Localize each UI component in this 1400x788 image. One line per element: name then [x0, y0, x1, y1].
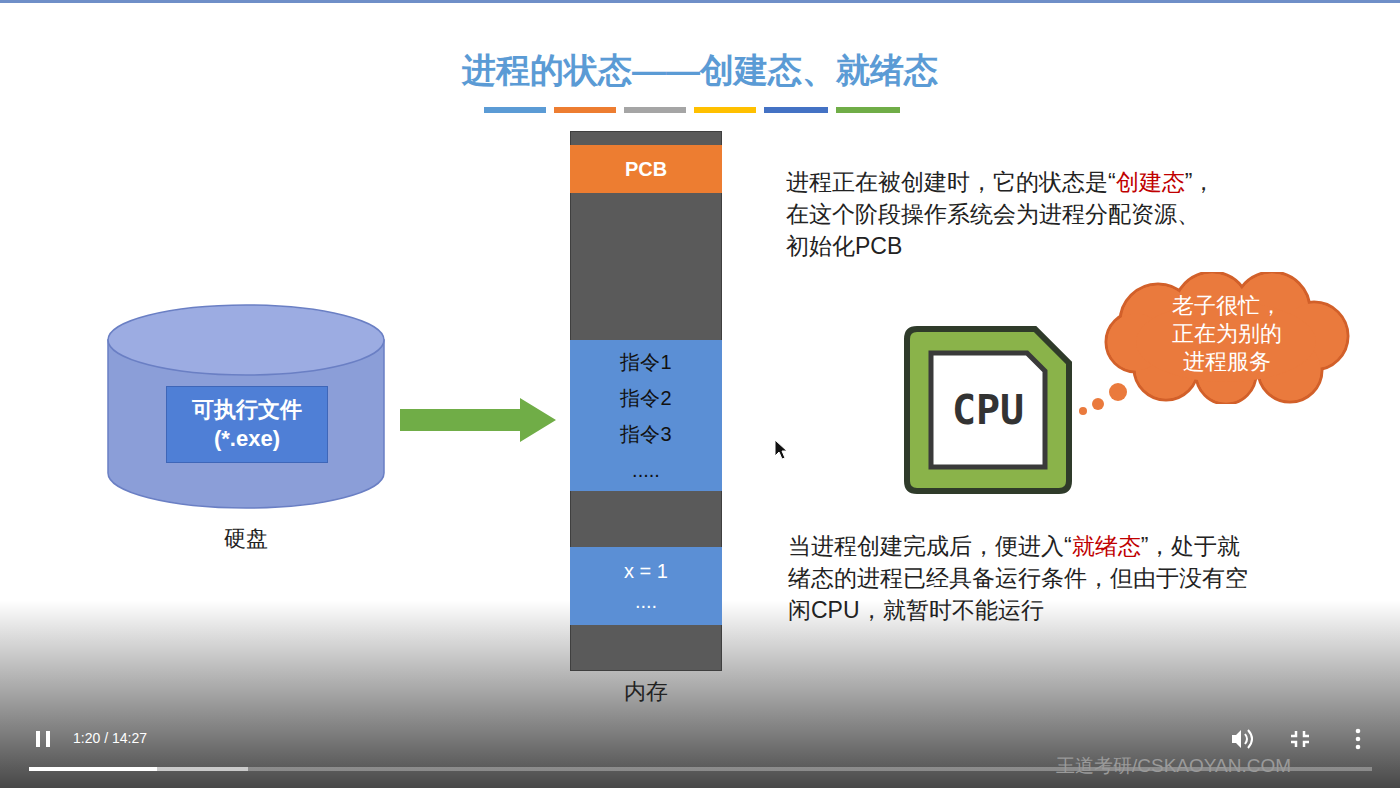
volume-icon: [1232, 730, 1252, 748]
watermark: 王道考研/CSKAOYAN.COM: [1056, 753, 1291, 779]
progress-bar: [29, 767, 157, 771]
menu-dots-icon: [1356, 737, 1361, 742]
exit-fullscreen-icon: [1291, 731, 1296, 736]
pause-icon: [36, 731, 40, 747]
pause-icon: [36, 731, 50, 747]
thought-bubble-dots: [1079, 383, 1127, 415]
menu-dots-icon: [1356, 729, 1361, 734]
hard-disk-cylinder-text: 硬盘: [100, 524, 392, 554]
cpu-icon-outline: [931, 353, 1045, 467]
progress-bar: [29, 767, 248, 771]
explanation-paragraph: 进程正在被创建时，它的状态是“创建态”，在这个阶段操作系统会为进程分配资源、初始…: [786, 166, 1218, 262]
hard-disk-cylinder: 硬盘 可执行文件 (*.exe): [100, 300, 392, 562]
thought-cloud-outline: [1108, 274, 1347, 403]
exit-fullscreen-icon: [1304, 731, 1309, 736]
thought-bubble-dots: [1109, 383, 1127, 401]
exit-fullscreen-icon: [1291, 742, 1296, 747]
volume-icon: [1232, 730, 1241, 748]
thought-cloud-text: 老子很忙， 正在为别的 进程服务: [1162, 292, 1292, 376]
paragraph-text: 当进程创建完成后，便进入“: [788, 533, 1072, 559]
data-block: x = 1 ....: [570, 547, 722, 625]
executable-file-box: 可执行文件 (*.exe): [166, 386, 328, 463]
cpu-icon: CPU: [903, 325, 1073, 495]
menu-dots-icon: [1356, 729, 1361, 750]
thought-bubble-dots: [1092, 398, 1104, 410]
instruction-block-text: 指令1 指令2 指令3 .....: [611, 344, 681, 488]
paragraph-text: 进程正在被创建时，它的状态是“: [786, 169, 1116, 195]
thought-cloud-outline: [1106, 272, 1348, 404]
block-arrow: [400, 398, 556, 442]
pause-icon: [46, 731, 50, 747]
pcb-band-text: PCB: [625, 156, 667, 182]
title-color-bars: [624, 107, 686, 113]
pcb-band: PCB: [570, 145, 722, 193]
exit-fullscreen-icon: [1291, 731, 1309, 747]
title-color-bars: [836, 107, 900, 113]
volume-icon: [1248, 730, 1252, 748]
cpu-icon-text: CPU: [931, 353, 1045, 467]
title-color-bars: [484, 107, 546, 113]
state-name: 创建态: [1116, 169, 1185, 195]
hard-disk-cylinder-outline: [108, 305, 384, 375]
thought-bubble-dots: [1079, 407, 1087, 415]
mouse-cursor: [775, 440, 787, 459]
instruction-block: 指令1 指令2 指令3 .....: [570, 340, 722, 491]
thought-cloud: 老子很忙， 正在为别的 进程服务: [1100, 272, 1352, 404]
memory-column-outline: [571, 132, 722, 671]
title-color-bars: [484, 107, 900, 113]
video-time: 1:20 / 14:27: [73, 730, 147, 746]
exit-fullscreen-icon: [1304, 742, 1309, 747]
volume-icon: [1245, 734, 1247, 744]
cpu-icon-outline: [907, 329, 1069, 491]
slide-title: 进程的状态——创建态、就绪态: [0, 48, 1400, 94]
state-name: 就绪态: [1072, 533, 1141, 559]
title-color-bars: [554, 107, 616, 113]
data-block-text: x = 1 ....: [617, 556, 675, 616]
explanation-paragraph: 当进程创建完成后，便进入“就绪态”，处于就绪态的进程已经具备运行条件，但由于没有…: [788, 530, 1258, 626]
executable-file-box-text: 可执行文件 (*.exe): [172, 396, 322, 453]
memory-column-text: 内存: [550, 677, 742, 707]
memory-column: 内存PCB指令1 指令2 指令3 .....x = 1 ....: [570, 131, 722, 711]
title-color-bars: [764, 107, 828, 113]
top-border: [0, 0, 1400, 3]
title-color-bars: [694, 107, 756, 113]
menu-dots-icon: [1356, 745, 1361, 750]
